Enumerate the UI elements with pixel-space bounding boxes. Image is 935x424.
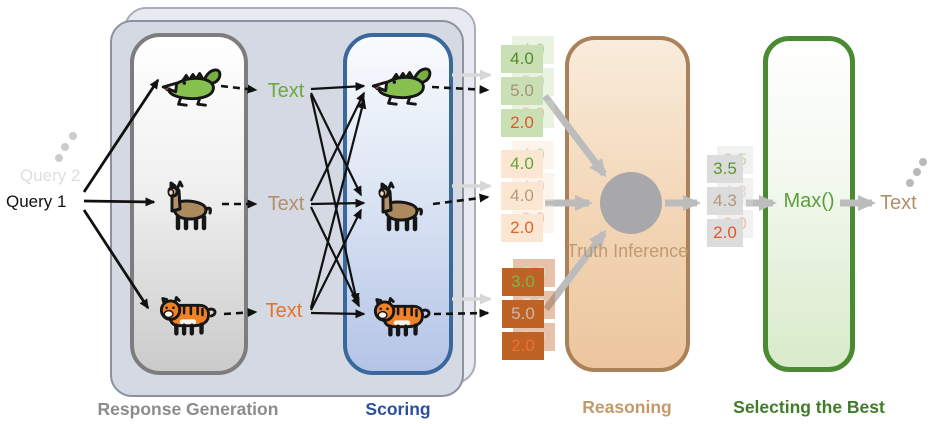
score-stack-crocodile: 4.0 4.0 5.0 5.0 2.0 2.0 xyxy=(501,36,554,137)
aggregated-score-stack: 3.5 3.5 4.3 4.3 2.0 2.0 xyxy=(707,146,753,247)
score-stack-llama: 4.0 4.0 4.0 4.0 2.0 2.0 xyxy=(501,141,554,242)
ellipsis-dot xyxy=(913,168,921,176)
score-card: 5.0 xyxy=(501,77,543,105)
crocodile-icon xyxy=(371,61,433,109)
llama-icon xyxy=(371,179,427,233)
selected-output-text-label: Text xyxy=(880,192,917,214)
stage-label-scoring: Scoring xyxy=(365,399,431,419)
stage-label-response-generation: Response Generation xyxy=(97,399,279,419)
tiger-icon xyxy=(157,292,217,338)
truth-inference-node xyxy=(600,172,662,234)
score-card: 2.0 xyxy=(502,332,544,360)
score-card: 4.0 xyxy=(501,150,543,178)
max-function-label: Max() xyxy=(783,190,835,212)
score-card: 5.0 xyxy=(502,300,544,328)
query-1-label: Query 1 xyxy=(6,192,67,211)
generated-text-label-llama: Text xyxy=(267,193,305,215)
score-card: 3.0 xyxy=(502,268,544,296)
generated-text-label-crocodile: Text xyxy=(267,80,305,102)
score-card: 2.0 xyxy=(707,219,743,247)
ellipsis-dot xyxy=(906,179,914,187)
score-card: 4.3 xyxy=(707,187,743,215)
stage-label-selecting-the-best: Selecting the Best xyxy=(733,397,885,417)
tiger-icon xyxy=(371,293,431,339)
generated-text-label-tiger: Text xyxy=(265,300,303,322)
stage-label-reasoning: Reasoning xyxy=(582,397,672,417)
query-2-label: Query 2 xyxy=(20,166,81,185)
score-card: 2.0 xyxy=(501,109,543,137)
truth-inference-label: Truth Inference xyxy=(566,241,689,261)
score-card: 4.0 xyxy=(501,45,543,73)
score-card: 4.0 xyxy=(501,182,543,210)
score-stack-tiger: 3.0 3.0 5.0 5.0 2.0 2.0 xyxy=(502,259,555,360)
crocodile-icon xyxy=(161,62,223,110)
ellipsis-dot xyxy=(61,143,69,151)
llama-icon xyxy=(160,178,216,232)
ellipsis-dot xyxy=(919,158,927,166)
score-card: 3.5 xyxy=(707,155,743,183)
ellipsis-dot xyxy=(55,154,63,162)
ellipsis-dot xyxy=(69,132,77,140)
score-card: 2.0 xyxy=(501,214,543,242)
